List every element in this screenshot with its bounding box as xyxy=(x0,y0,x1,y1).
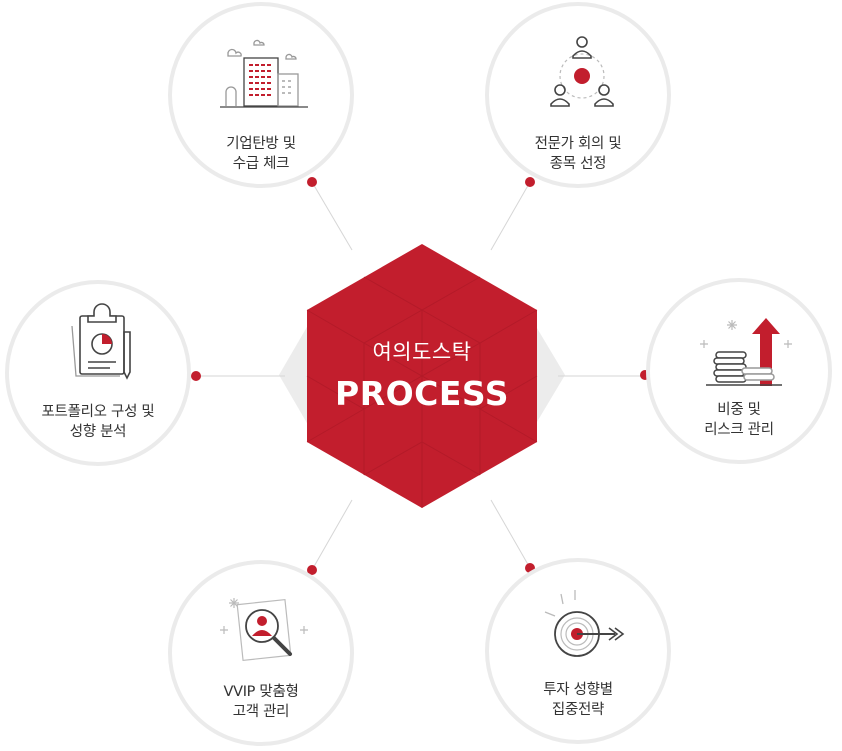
node-expert-meeting: 전문가 회의 및 종목 선정 xyxy=(485,2,671,188)
target-icon xyxy=(544,590,625,657)
node-company-check: 기업탄방 및 수급 체크 xyxy=(168,2,354,188)
node-portfolio-line2: 성향 분석 xyxy=(69,424,127,440)
connector-dot-portfolio xyxy=(191,371,201,381)
connector-dot-company xyxy=(307,177,317,187)
center-title: 여의도스탁 xyxy=(372,340,472,364)
hexagon-pattern xyxy=(306,276,538,508)
connector-line-expert xyxy=(490,181,531,251)
node-portfolio-line1: 포트폴리오 구성 및 xyxy=(41,404,155,420)
people-network-icon xyxy=(550,36,614,107)
connector-dot-expert xyxy=(525,177,535,187)
coins-arrow-icon xyxy=(700,318,792,386)
node-expert-line2: 종목 선정 xyxy=(549,156,607,172)
node-expert-line1: 전문가 회의 및 xyxy=(534,136,622,152)
node-vvip-line2: 고객 관리 xyxy=(232,704,290,720)
node-risk-management: 비중 및 리스크 관리 xyxy=(646,278,832,464)
node-invest-strategy: 투자 성향별 집중전략 xyxy=(485,558,671,744)
node-company-line1: 기업탄방 및 xyxy=(226,136,296,152)
node-company-line2: 수급 체크 xyxy=(232,156,290,172)
magnifier-user-icon xyxy=(220,598,308,662)
node-portfolio-analysis: 포트폴리오 구성 및 성향 분석 xyxy=(5,280,191,466)
node-invest-line1: 투자 성향별 xyxy=(543,682,613,698)
connector-line-invest xyxy=(490,499,531,569)
connector-line-vvip xyxy=(311,499,353,571)
node-vvip-line1: VVIP 맞춤형 xyxy=(223,684,299,700)
clipboard-chart-icon xyxy=(71,303,131,380)
node-risk-line2: 리스크 관리 xyxy=(704,422,774,438)
node-risk-line1: 비중 및 xyxy=(717,402,761,418)
node-vvip-customer: VVIP 맞춤형 고객 관리 xyxy=(168,560,354,746)
connector-dot-vvip xyxy=(307,565,317,575)
connector-line-company xyxy=(311,181,353,251)
node-invest-line2: 집중전략 xyxy=(551,702,605,718)
center-subtitle: PROCESS xyxy=(335,374,509,413)
building-icon xyxy=(220,39,308,108)
